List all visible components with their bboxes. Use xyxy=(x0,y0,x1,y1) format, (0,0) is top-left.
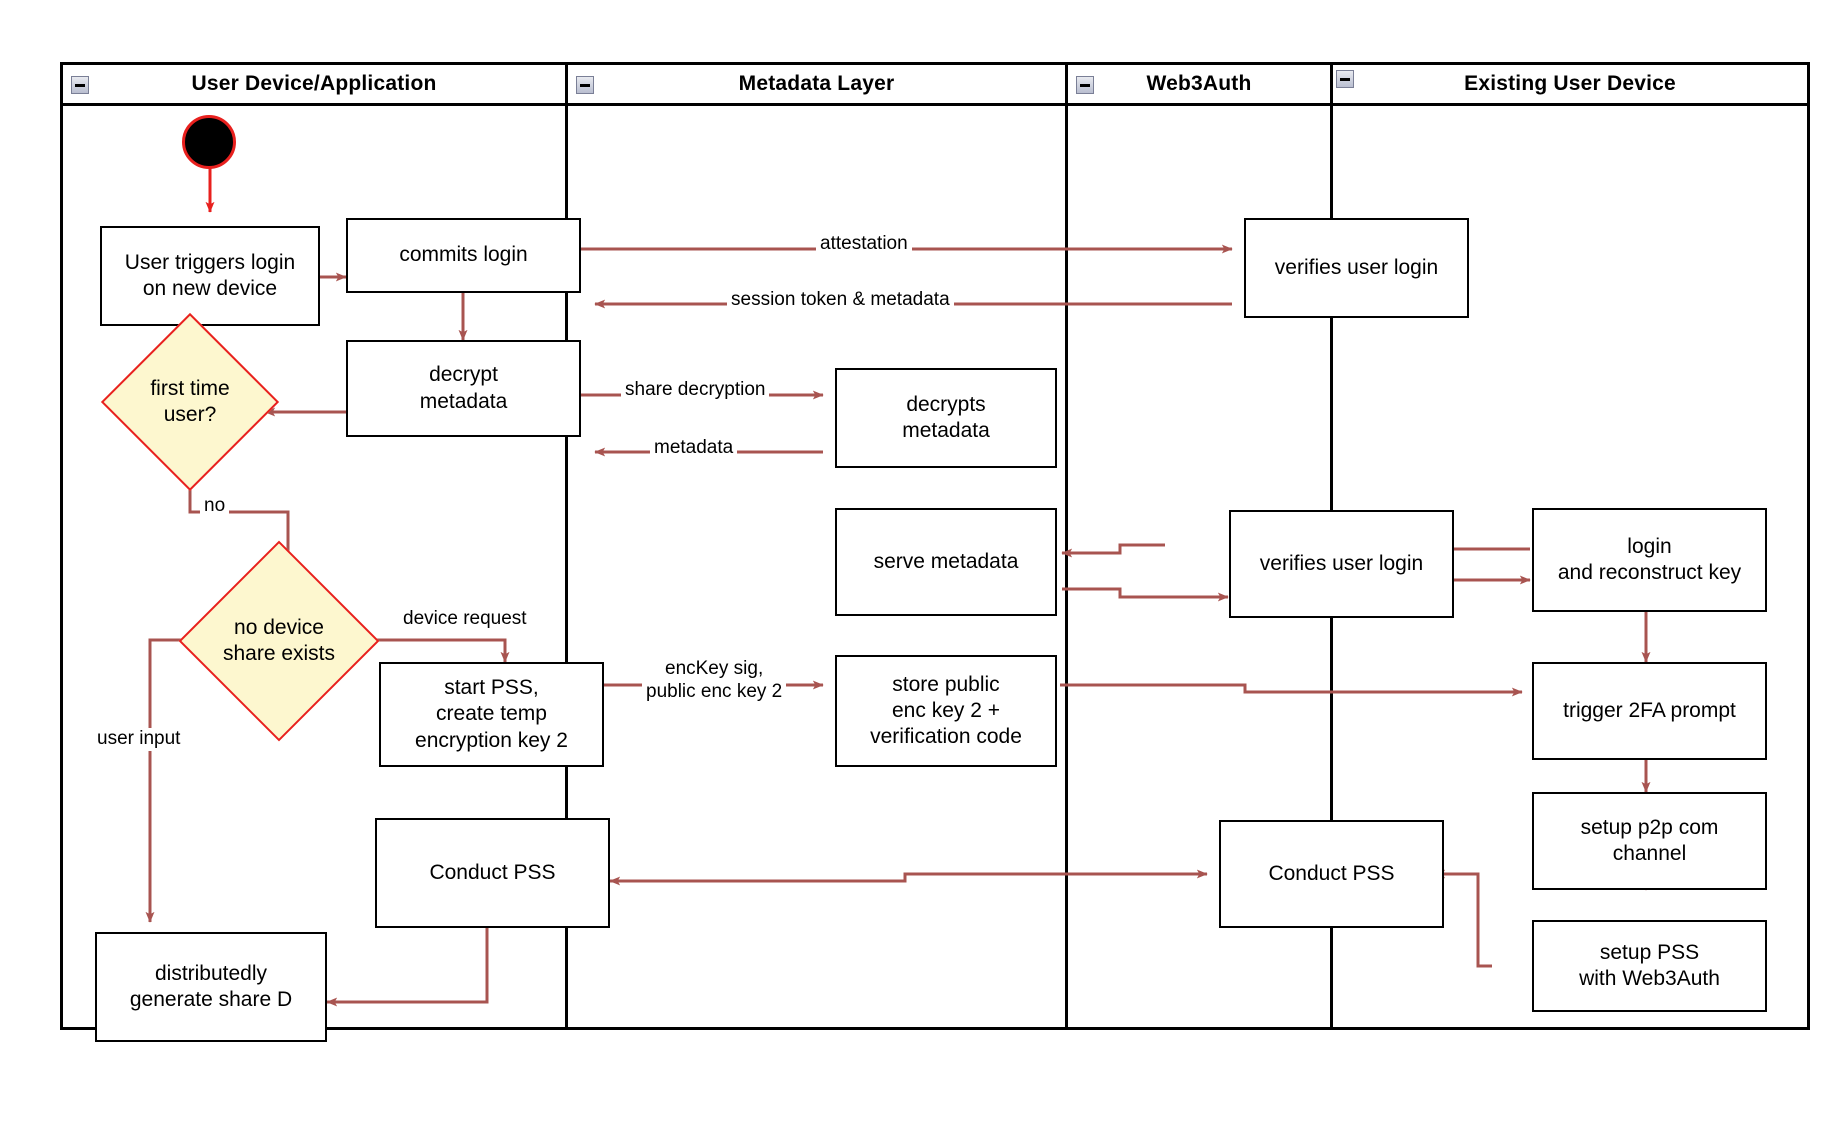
lane-title-user-device: User Device/Application xyxy=(191,72,437,95)
swimlane-pool xyxy=(60,62,1810,1030)
start-node xyxy=(182,115,236,169)
node-conduct-pss-web3auth[interactable]: Conduct PSS xyxy=(1219,820,1444,928)
minus-box-icon[interactable] xyxy=(1076,76,1094,94)
minus-box-icon[interactable] xyxy=(71,76,89,94)
edge-label-metadata: metadata xyxy=(650,437,738,460)
node-commits-login[interactable]: commits login xyxy=(346,218,581,293)
edge-label-device-request: device request xyxy=(399,608,531,631)
node-verifies-user-login-2[interactable]: verifies user login xyxy=(1229,510,1454,618)
node-trigger-2fa-prompt[interactable]: trigger 2FA prompt xyxy=(1532,662,1767,760)
edge-label-session-token: session token & metadata xyxy=(727,289,954,312)
lane-header-user-device[interactable]: User Device/Application xyxy=(63,65,568,106)
lane-header-metadata[interactable]: Metadata Layer xyxy=(568,65,1068,106)
node-conduct-pss-user[interactable]: Conduct PSS xyxy=(375,818,610,928)
lane-title-metadata: Metadata Layer xyxy=(738,72,895,95)
edge-label-attestation: attestation xyxy=(816,233,912,256)
lane-header-web3auth[interactable]: Web3Auth xyxy=(1068,65,1333,106)
lane-title-web3auth: Web3Auth xyxy=(1146,72,1252,95)
lane-body-user-device xyxy=(63,106,568,1027)
edge-label-no: no xyxy=(200,495,230,518)
edge-label-user-input: user input xyxy=(93,728,185,751)
lane-header-existing-device[interactable]: Existing User Device xyxy=(1333,65,1807,106)
lane-title-existing-device: Existing User Device xyxy=(1464,72,1676,95)
node-verifies-user-login-1[interactable]: verifies user login xyxy=(1244,218,1469,318)
node-serve-metadata[interactable]: serve metadata xyxy=(835,508,1057,616)
edge-label-share-decryption: share decryption xyxy=(621,379,770,402)
minus-box-icon[interactable] xyxy=(1336,70,1354,88)
minus-box-icon[interactable] xyxy=(576,76,594,94)
edge-label-enckey-sig: encKey sig,public enc key 2 xyxy=(642,658,787,704)
lane-body-metadata xyxy=(568,106,1068,1027)
